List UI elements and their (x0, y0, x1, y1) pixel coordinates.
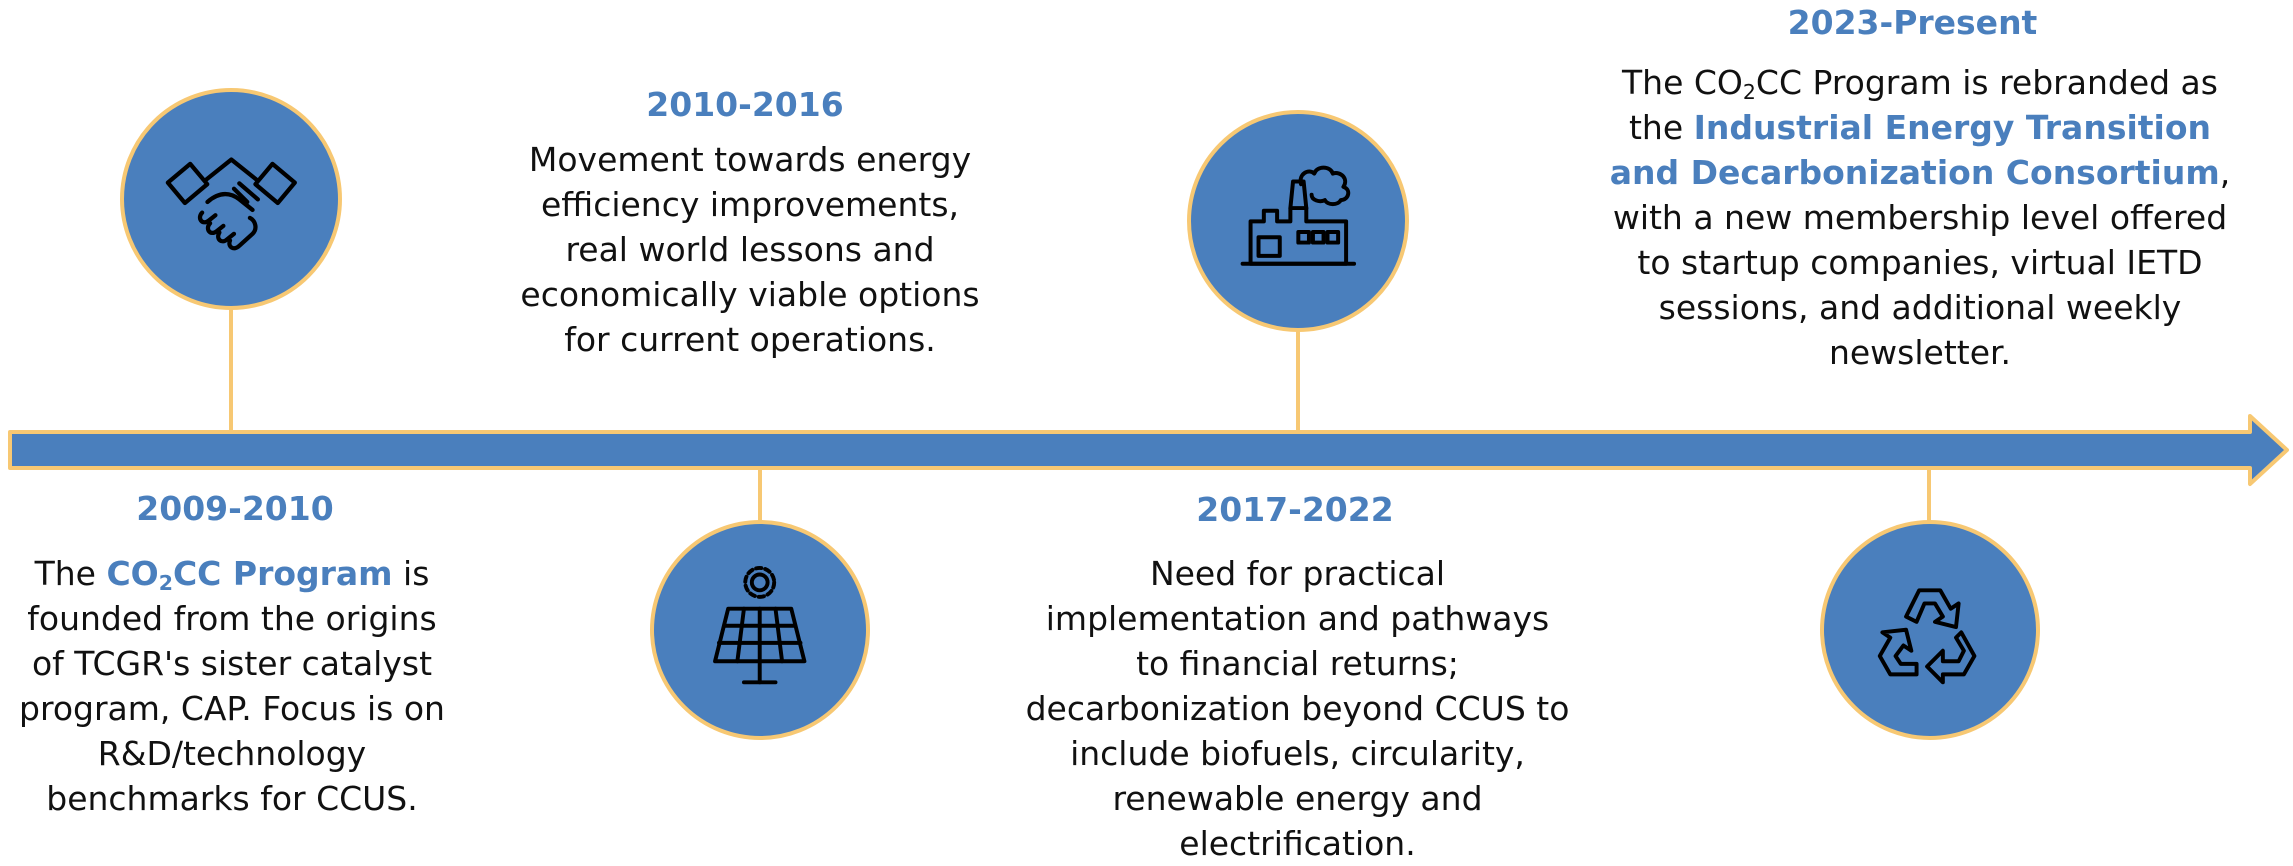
connector-2009 (229, 308, 233, 434)
milestone-node-2023 (1820, 520, 2040, 740)
event-desc-2009: The CO2CC Program is founded from the or… (19, 554, 445, 818)
milestone-node-2009 (120, 88, 342, 310)
event-desc-2023: The CO2CC Program is rebranded as the In… (1609, 63, 2231, 372)
event-year-2010: 2010-2016 (646, 85, 844, 124)
connector-2023 (1927, 468, 1931, 524)
connector-2010 (758, 468, 762, 524)
solar-panel-icon (713, 566, 807, 685)
milestone-node-2010 (650, 520, 870, 740)
event-year-2009: 2009-2010 (136, 489, 334, 528)
factory-icon (1240, 165, 1356, 266)
recycle-icon (1878, 588, 1977, 685)
event-year-2023: 2023-Present (1787, 3, 2038, 42)
event-desc-2010: Movement towards energy efficiency impro… (520, 140, 980, 359)
handshake-icon (165, 157, 297, 250)
milestone-node-2017 (1187, 110, 1409, 332)
event-desc-2017: Need for practical implementation and pa… (1025, 554, 1570, 863)
connector-2017 (1296, 330, 1300, 434)
event-year-2017: 2017-2022 (1196, 490, 1394, 529)
